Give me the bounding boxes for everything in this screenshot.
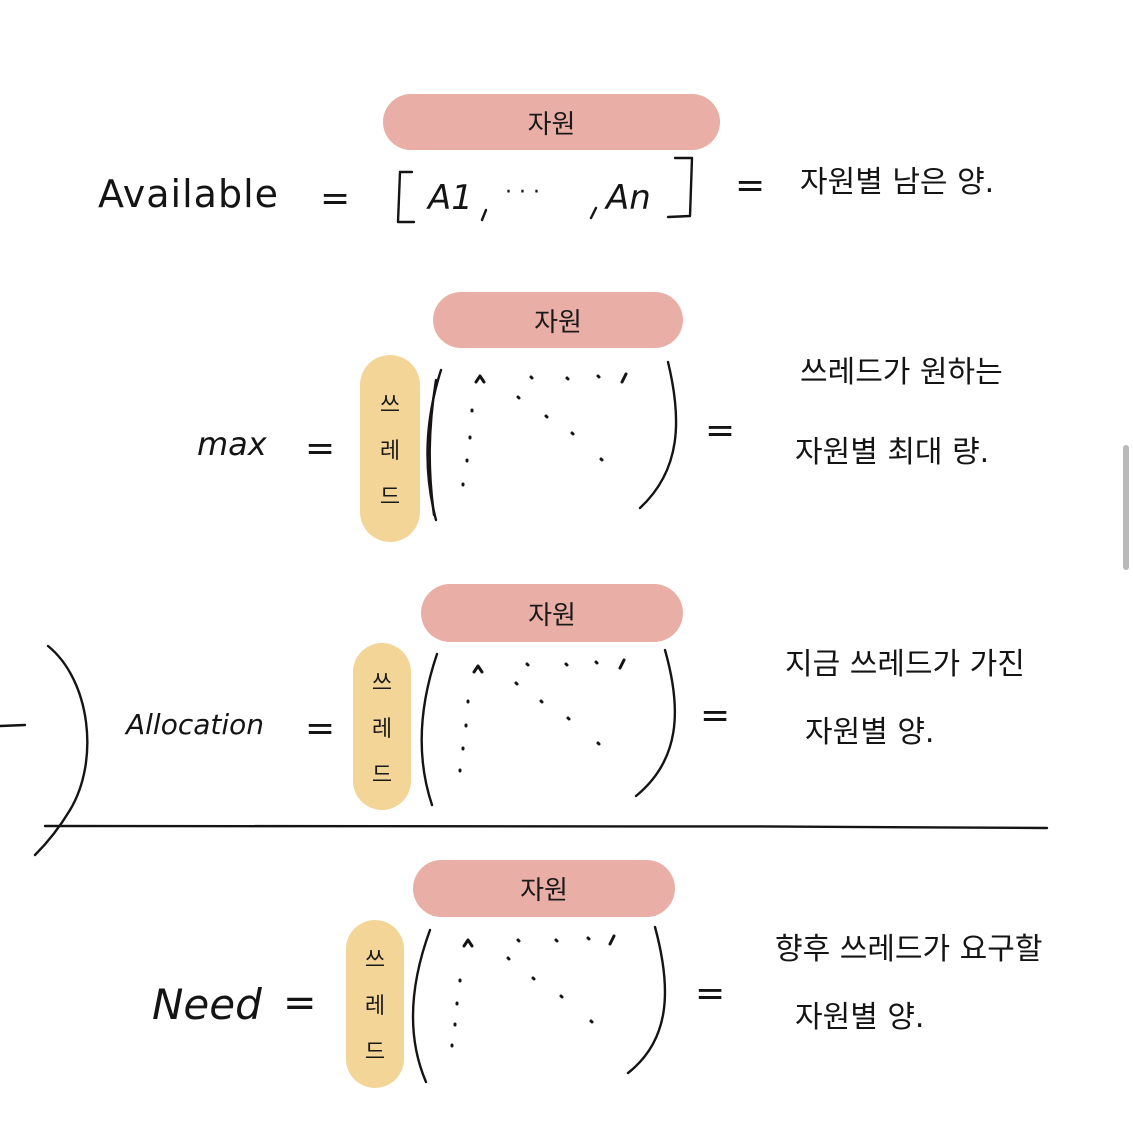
thread-label-max: 쓰 레 드 <box>360 355 420 542</box>
thread-label-need: 쓰 레 드 <box>346 920 404 1088</box>
resource-header-allocation: 자원 <box>421 584 683 642</box>
thread-label-allocation: 쓰 레 드 <box>353 643 411 810</box>
available-result-equals: = <box>735 165 766 206</box>
available-vector-last: An <box>606 178 651 218</box>
allocation-matrix-dots <box>458 658 626 773</box>
resource-header-label: 자원 <box>527 109 576 140</box>
available-comma-1 <box>480 208 488 222</box>
thread-char-1: 쓰 <box>364 948 386 973</box>
allocation-matrix-right-paren <box>634 648 677 798</box>
resource-header-label: 자원 <box>534 307 582 338</box>
max-matrix-right-paren <box>638 360 678 510</box>
allocation-result-equals: = <box>700 695 731 736</box>
allocation-description-line2: 자원별 양. <box>805 715 935 750</box>
thread-char-2: 레 <box>379 438 401 464</box>
available-description: 자원별 남은 양. <box>800 165 995 200</box>
resource-header-label: 자원 <box>528 600 576 631</box>
allocation-dash <box>0 723 27 728</box>
need-matrix-left-paren <box>411 928 432 1084</box>
allocation-matrix-left-paren <box>420 652 439 807</box>
available-left-bracket <box>396 170 416 224</box>
max-description-line2: 자원별 최대 량. <box>795 435 990 470</box>
need-matrix-right-paren <box>626 925 667 1075</box>
need-label: Need <box>152 980 262 1029</box>
thread-char-3: 드 <box>379 484 401 510</box>
allocation-curve-brace <box>33 644 89 857</box>
available-equals: = <box>320 178 351 219</box>
max-label: max <box>197 425 267 463</box>
max-matrix-dots <box>461 372 628 487</box>
max-equals: = <box>305 428 336 469</box>
thread-char-2: 레 <box>364 994 386 1019</box>
thread-char-2: 레 <box>371 716 393 742</box>
available-vector-first: A1 <box>428 178 473 218</box>
allocation-description-line1: 지금 쓰레드가 가진 <box>785 647 1025 682</box>
available-comma-2 <box>589 206 598 220</box>
resource-header-available: 자원 <box>383 94 720 150</box>
allocation-label: Allocation <box>126 708 265 741</box>
available-label: Available <box>98 172 280 216</box>
need-description-line2: 자원별 양. <box>795 1000 925 1035</box>
need-matrix-dots <box>450 934 616 1048</box>
resource-header-max: 자원 <box>433 292 683 348</box>
max-description-line1: 쓰레드가 원하는 <box>800 355 1003 390</box>
thread-char-1: 쓰 <box>379 392 401 418</box>
need-description-line1: 향후 쓰레드가 요구할 <box>775 932 1043 967</box>
max-result-equals: = <box>705 410 736 451</box>
need-equals: = <box>283 980 317 1026</box>
available-right-bracket <box>666 156 694 219</box>
section-divider <box>43 823 1049 830</box>
resource-header-need: 자원 <box>413 860 675 917</box>
need-result-equals: = <box>695 973 726 1014</box>
max-matrix-left-paren-2 <box>428 378 438 517</box>
available-vector-ellipsis: · · · <box>505 180 540 205</box>
allocation-equals: = <box>305 708 336 749</box>
thread-char-3: 드 <box>364 1040 386 1065</box>
thread-char-1: 쓰 <box>371 670 393 696</box>
vertical-scrollbar[interactable] <box>1123 445 1129 570</box>
resource-header-label: 자원 <box>520 876 568 906</box>
thread-char-3: 드 <box>371 762 393 788</box>
